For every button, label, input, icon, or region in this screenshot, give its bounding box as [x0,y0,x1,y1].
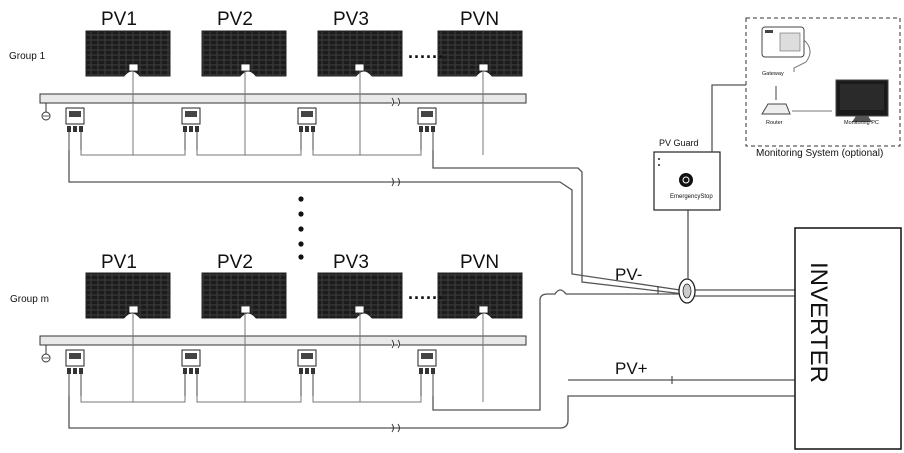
router-label: Router [766,120,783,126]
pv1-label: PV1 [101,9,137,30]
emergency-stop-button[interactable] [679,173,693,187]
pv-guard: EmergencyStop [653,151,721,211]
mounting-rail [39,335,527,346]
pv-panel-2 [201,272,287,319]
monitoring-caption: Monitoring System (optional) [756,148,883,159]
pv-negative-label: PV- [615,265,642,284]
optimizer-unit [417,107,437,150]
optimizer-unit [417,349,437,396]
group-1: Group 1 PV1 PV2 PV3 PVN ...... [9,9,685,295]
gateway-label: Gateway [762,71,784,77]
monitoring-system: Gateway Router Monitoring PC [745,17,901,147]
monitoring-pc-label: Monitoring PC [844,120,879,126]
ground-icon [41,103,51,121]
pvn-label: PVN [460,9,499,30]
optimizer-unit [297,349,317,396]
optimizer-unit [181,107,201,150]
inverter: INVERTER [794,227,902,450]
gateway-icon [761,26,811,72]
ground-icon [41,345,51,363]
router-icon [761,86,791,115]
pv-panel-1 [85,30,171,77]
pv-panel-n [437,272,523,319]
guard-comm-link [711,84,746,152]
emergency-stop-label: EmergencyStop [670,194,713,200]
group-m: Group m PV1 PV2 PV3 PVN ...... [10,252,795,433]
optimizer-unit [297,107,317,150]
inverter-label: INVERTER [805,262,832,383]
pv3-label: PV3 [333,252,369,273]
pv2-label: PV2 [217,9,253,30]
group-1-label: Group 1 [9,51,46,62]
group-m-label: Group m [10,294,49,305]
optimizer-unit [65,349,85,396]
current-sensor [678,278,696,304]
pv1-label: PV1 [101,252,137,273]
mounting-rail [39,93,527,104]
pv-panel-n [437,30,523,77]
monitoring-pc-icon [835,79,889,122]
pv2-label: PV2 [217,252,253,273]
pv-panel-3 [317,272,403,319]
optimizer-unit [181,349,201,396]
pv-positive-label: PV+ [615,359,648,378]
pv-panel-1 [85,272,171,319]
pv-panel-3 [317,30,403,77]
panel-ellipsis: ...... [408,42,444,62]
pv3-label: PV3 [333,9,369,30]
panel-ellipsis: ...... [408,283,444,303]
pvn-label: PVN [460,252,499,273]
pv-panel-2 [201,30,287,77]
vertical-ellipsis [298,196,304,260]
optimizer-unit [65,107,85,150]
pv-guard-label: PV Guard [659,138,699,148]
